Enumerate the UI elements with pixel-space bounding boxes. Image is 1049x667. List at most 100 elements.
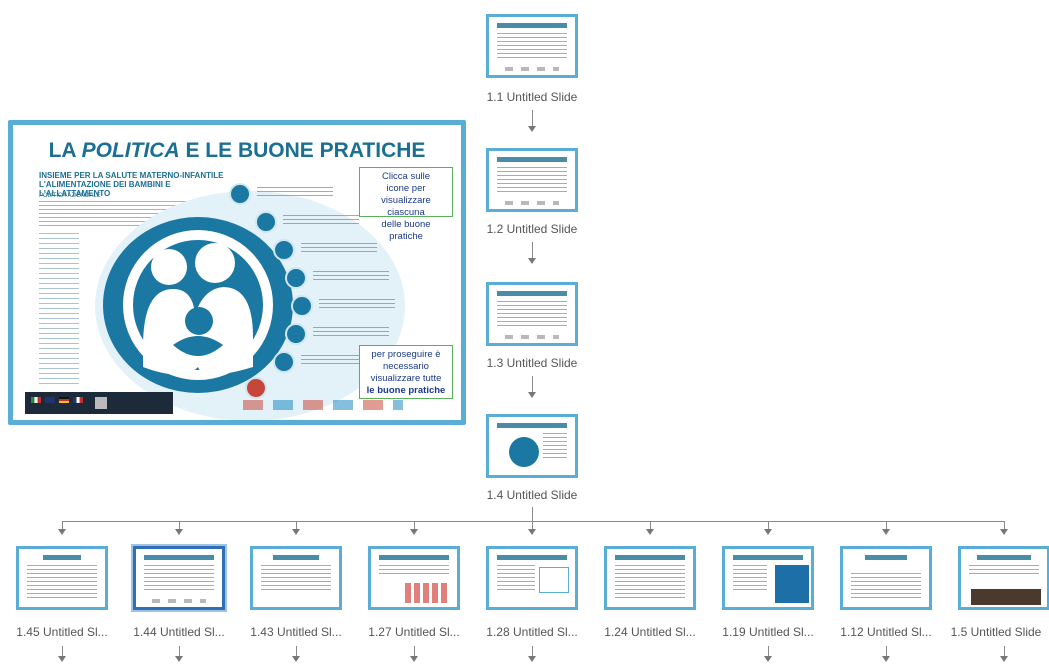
instruction-line: le buone pratiche [366, 385, 446, 396]
slide-label: 1.28 Untitled Sl... [486, 625, 578, 639]
arrow-down-icon [528, 529, 536, 535]
flag-icon[interactable] [73, 397, 83, 403]
arrow-down-icon [882, 656, 890, 662]
slide-label: 1.19 Untitled Sl... [722, 625, 814, 639]
slide-label: 1.12 Untitled Sl... [840, 625, 932, 639]
practice-icon-1[interactable] [229, 183, 251, 205]
slide-thumbnail-1-43[interactable] [250, 546, 342, 610]
slide-thumbnail-1-5[interactable] [958, 546, 1049, 610]
practice-icon-4[interactable] [285, 267, 307, 289]
instruction-line: per proseguire è [371, 349, 441, 360]
slide-label: 1.4 Untitled Slide [486, 488, 578, 502]
instruction-line: Clicca sulle [381, 171, 431, 182]
slide-label: 1.27 Untitled Sl... [368, 625, 460, 639]
practice-text-6 [313, 327, 389, 339]
connector-line [886, 646, 887, 658]
connector-line [296, 646, 297, 658]
connector-line [62, 646, 63, 658]
connector-line [768, 646, 769, 658]
slide-thumbnail-1-28[interactable] [486, 546, 578, 610]
flag-icon[interactable] [45, 397, 55, 403]
instruction-line: visualizzare tutte [370, 373, 442, 384]
connector-line [532, 507, 533, 521]
practice-text-5 [319, 299, 395, 311]
slide-thumbnail-1-24[interactable] [604, 546, 696, 610]
slide-thumbnail-1-2[interactable] [486, 148, 578, 212]
arrow-down-icon [58, 529, 66, 535]
mother-child-logo-icon [103, 217, 293, 393]
arrow-down-icon [882, 529, 890, 535]
arrow-down-icon [1000, 529, 1008, 535]
good-practices-icons [225, 177, 395, 387]
slide-thumbnail-1-3[interactable] [486, 282, 578, 346]
arrow-down-icon [1000, 656, 1008, 662]
slide-label: 1.3 Untitled Slide [486, 356, 578, 370]
practice-icon-7[interactable] [273, 351, 295, 373]
practice-text-2 [283, 215, 359, 227]
info-icon[interactable] [273, 239, 295, 261]
arrow-down-icon [764, 529, 772, 535]
arrow-down-icon [292, 529, 300, 535]
connector-line [414, 521, 415, 531]
slide-label: 1.1 Untitled Slide [486, 90, 578, 104]
practice-text-7 [301, 355, 377, 367]
instruction-line: delle buone pratiche [381, 219, 431, 242]
instruction-box-click-icons: Clicca sulle icone per visualizzare cias… [359, 167, 453, 242]
slide-thumbnail-1-44[interactable] [131, 544, 227, 612]
instruction-line: icone per [386, 183, 426, 194]
slide-preview: LA POLITICA E LE BUONE PRATICHE INSIEME … [8, 120, 466, 425]
connector-line [532, 110, 533, 128]
slide-thumbnail-1-27[interactable] [368, 546, 460, 610]
arrow-down-icon [175, 656, 183, 662]
slide-thumbnail-1-1[interactable] [486, 14, 578, 78]
connector-line [179, 521, 180, 531]
practice-icon-6[interactable] [285, 323, 307, 345]
connector-line [650, 521, 651, 531]
arrow-down-icon [764, 656, 772, 662]
slide-thumbnail-1-4[interactable] [486, 414, 578, 478]
slide-label: 1.43 Untitled Sl... [250, 625, 342, 639]
connector-line [532, 376, 533, 394]
preview-title: LA POLITICA E LE BUONE PRATICHE [48, 139, 426, 162]
language-flags-bar [25, 392, 173, 414]
preview-subtitle-secondary: POLITICA AZIENDALE [39, 193, 101, 199]
flag-icon[interactable] [31, 397, 41, 403]
practice-icon-2[interactable] [255, 211, 277, 233]
connector-line [768, 521, 769, 531]
instruction-line: visualizzare ciascuna [381, 195, 431, 218]
slide-thumbnail-1-19[interactable] [722, 546, 814, 610]
instruction-box-continue: per proseguire è necessario visualizzare… [359, 345, 453, 399]
branch-connector [62, 521, 1005, 522]
practice-text-3 [301, 243, 377, 255]
connector-line [1004, 646, 1005, 658]
arrow-down-icon [528, 126, 536, 132]
connector-line [532, 242, 533, 260]
arrow-down-icon [175, 529, 183, 535]
connector-line [532, 646, 533, 658]
connector-line [1004, 521, 1005, 531]
arrow-down-icon [410, 656, 418, 662]
practice-icon-5[interactable] [291, 295, 313, 317]
preview-side-text [39, 233, 79, 388]
arrow-down-icon [58, 656, 66, 662]
flag-icon[interactable] [59, 397, 69, 403]
connector-line [886, 521, 887, 531]
arrow-down-icon [528, 656, 536, 662]
slide-preview-canvas: LA POLITICA E LE BUONE PRATICHE INSIEME … [13, 125, 461, 420]
slide-label: 1.45 Untitled Sl... [16, 625, 108, 639]
arrow-down-icon [528, 258, 536, 264]
slide-label: 1.5 Untitled Slide [950, 625, 1042, 639]
connector-line [179, 646, 180, 658]
slide-thumbnail-1-45[interactable] [16, 546, 108, 610]
slide-label: 1.44 Untitled Sl... [133, 625, 225, 639]
qr-code-icon [95, 397, 107, 409]
shield-icon[interactable] [245, 377, 267, 399]
slide-thumbnail-1-12[interactable] [840, 546, 932, 610]
arrow-down-icon [646, 529, 654, 535]
instruction-line: necessario [383, 361, 429, 372]
slide-label: 1.2 Untitled Slide [486, 222, 578, 236]
arrow-down-icon [528, 392, 536, 398]
connector-line [532, 521, 533, 531]
preview-subtitle: INSIEME PER LA SALUTE MATERNO-INFANTILE … [39, 171, 224, 198]
connector-line [296, 521, 297, 531]
